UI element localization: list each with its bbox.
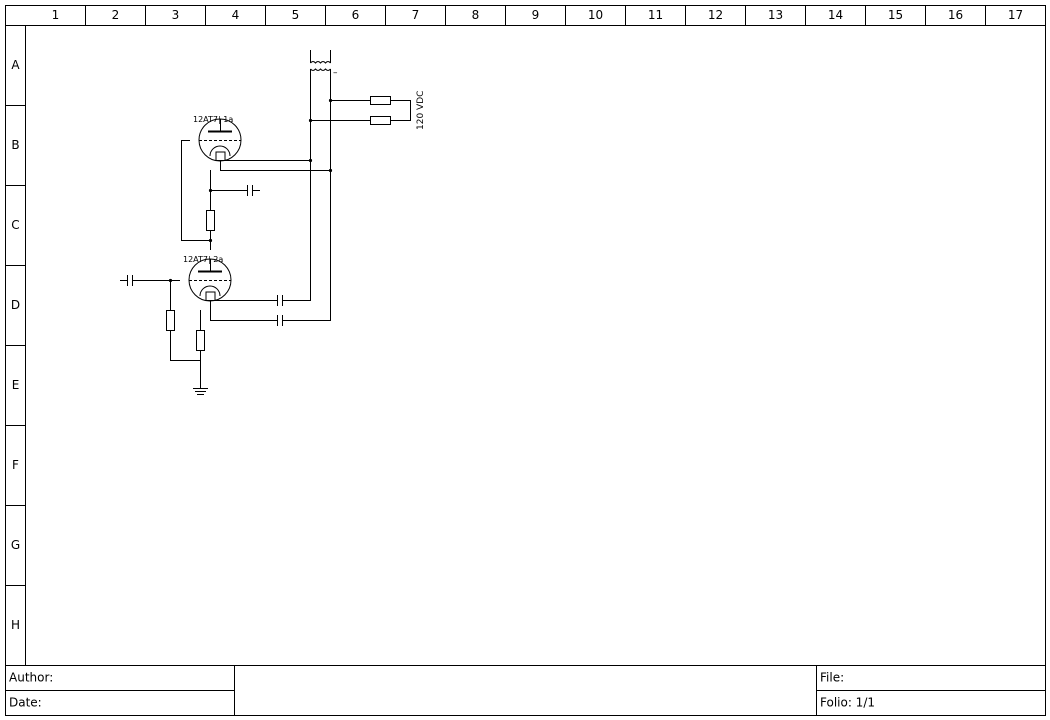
date-label: Date: (9, 696, 42, 710)
column-label: 13 (768, 8, 783, 22)
row-label: C (11, 218, 19, 232)
row-label: G (11, 538, 20, 552)
supply-rail-right (283, 69, 331, 321)
column-label: 10 (588, 8, 603, 22)
column-label: 15 (888, 8, 903, 22)
title-block: Author: Date: File: Folio: 1/1 (5, 665, 1046, 716)
column-label: 8 (472, 8, 480, 22)
tube-2-label: 12AT7| 2a (183, 255, 223, 264)
grid-leak-wire (170, 280, 201, 361)
row-label: E (12, 378, 20, 392)
file-label: File: (820, 671, 844, 685)
tube-2-heater-wire (210, 300, 277, 321)
column-label: 11 (648, 8, 663, 22)
capacitor-3 (277, 315, 283, 326)
capacitor-1 (247, 185, 253, 196)
ground-symbol (193, 388, 208, 395)
capacitor-input (127, 275, 133, 286)
supply-voltage-label: 120 VDC (416, 91, 426, 130)
tube-1-heater-wire (220, 160, 331, 171)
column-label: 1 (52, 8, 60, 22)
column-label: 6 (352, 8, 360, 22)
column-label: 14 (828, 8, 843, 22)
column-label: 2 (112, 8, 120, 22)
resistor-supply-2 (370, 116, 391, 125)
row-headers: A B C D E F G H (5, 58, 26, 666)
row-label: F (12, 458, 19, 472)
column-label: 9 (532, 8, 540, 22)
junction-dots (168, 98, 333, 283)
resistor-cathode-2 (196, 330, 205, 351)
column-label: 16 (948, 8, 963, 22)
author-label: Author: (9, 671, 53, 685)
column-label: 12 (708, 8, 723, 22)
transformer-symbol: – (310, 50, 338, 78)
drawing-frame (5, 5, 1046, 716)
resistor-cathode-1 (206, 210, 215, 231)
column-label: 3 (172, 8, 180, 22)
row-label: A (11, 58, 20, 72)
supply-wire-top (330, 100, 411, 121)
supply-rail-left (283, 69, 311, 301)
vacuum-tube-2: 12AT7| 2a (183, 255, 232, 302)
column-label: 4 (232, 8, 240, 22)
tube-1-label: 12AT7| 1a (193, 115, 233, 124)
capacitor-2 (277, 295, 283, 306)
row-label: B (11, 138, 19, 152)
column-label: 17 (1008, 8, 1023, 22)
column-label: 7 (412, 8, 420, 22)
row-label: H (11, 618, 20, 632)
resistor-supply-1 (370, 96, 391, 105)
transformer-minus-label: – (333, 68, 338, 78)
tube-1-plate-wire (216, 160, 311, 161)
tube-2-plate-wire (206, 300, 277, 301)
resistor-grid-leak (166, 310, 175, 331)
vacuum-tube-1: 12AT7| 1a (193, 115, 242, 162)
circuit: – 120 VDC 12AT7| 1a (120, 50, 426, 395)
column-label: 5 (292, 8, 300, 22)
tube-1-grid-wire (181, 140, 211, 241)
row-label: D (11, 298, 20, 312)
folio-label: Folio: 1/1 (820, 696, 875, 710)
